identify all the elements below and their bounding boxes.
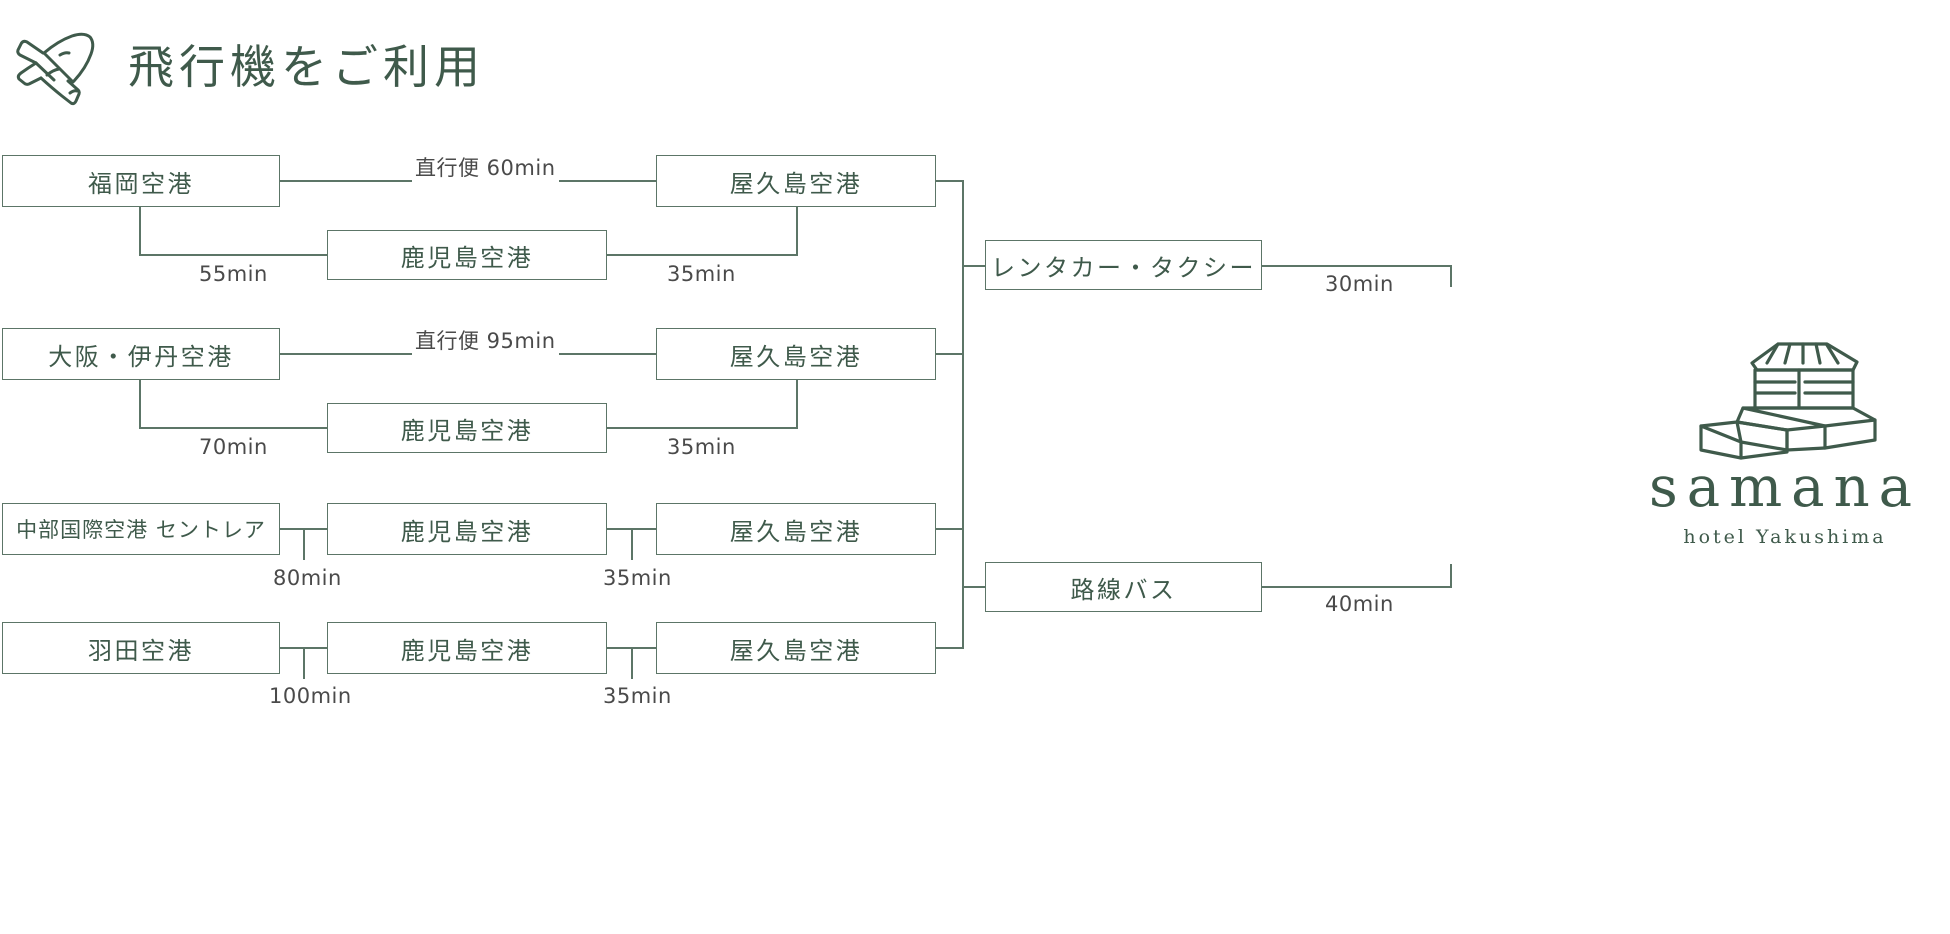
edge-fukuoka-down bbox=[139, 207, 141, 255]
node-yakushima-4: 屋久島空港 bbox=[656, 622, 936, 674]
edge-kagoshima4-tick bbox=[631, 647, 633, 679]
node-kagoshima-2: 鹿児島空港 bbox=[327, 403, 607, 453]
label-chubu-via: 80min bbox=[270, 566, 345, 590]
edge-haneda-tick bbox=[303, 647, 305, 679]
logo-wordmark: samana bbox=[1648, 455, 1922, 520]
node-origin-haneda: 羽田空港 bbox=[2, 622, 280, 674]
edge-rentacar-tick bbox=[1450, 265, 1452, 287]
label-kagoshima-leg-1: 35min bbox=[664, 262, 739, 286]
edge-trunk-to-rentacar bbox=[962, 265, 986, 267]
edge-kagoshima-up-2 bbox=[796, 380, 798, 428]
edge-trunk-to-bus bbox=[962, 586, 986, 588]
edge-kagoshima-up-1 bbox=[796, 207, 798, 255]
label-kagoshima-leg-3: 35min bbox=[600, 566, 675, 590]
node-route-bus: 路線バス bbox=[985, 562, 1262, 612]
edge-fukuoka-to-kagoshima bbox=[139, 254, 328, 256]
logo-tagline: hotel Yakushima bbox=[1683, 526, 1887, 548]
edge-osaka-to-kagoshima bbox=[139, 427, 328, 429]
edge-kagoshima-to-yakushima-1 bbox=[607, 254, 798, 256]
page-title: 飛行機をご利用 bbox=[128, 40, 485, 94]
edge-rentacar-out bbox=[1262, 265, 1452, 267]
label-kagoshima-leg-2: 35min bbox=[664, 435, 739, 459]
node-origin-fukuoka: 福岡空港 bbox=[2, 155, 280, 207]
edge-yakushima1-right bbox=[936, 180, 964, 182]
edge-main-trunk bbox=[962, 180, 964, 648]
page-header: 飛行機をご利用 bbox=[0, 0, 600, 140]
node-yakushima-1: 屋久島空港 bbox=[656, 155, 936, 207]
brand-logo: samana hotel Yakushima bbox=[1620, 330, 1950, 560]
edge-yakushima3-right bbox=[936, 528, 964, 530]
edge-kagoshima3-tick bbox=[631, 528, 633, 560]
label-osaka-direct: 直行便 95min bbox=[412, 325, 559, 355]
label-osaka-via: 70min bbox=[196, 435, 271, 459]
node-kagoshima-1: 鹿児島空港 bbox=[327, 230, 607, 280]
edge-yakushima4-right bbox=[936, 647, 964, 649]
edge-chubu-tick bbox=[303, 528, 305, 560]
node-kagoshima-4: 鹿児島空港 bbox=[327, 622, 607, 674]
airplane-icon bbox=[14, 28, 100, 108]
edge-kagoshima-to-yakushima-2 bbox=[607, 427, 798, 429]
label-bus-duration: 40min bbox=[1322, 592, 1397, 616]
node-yakushima-2: 屋久島空港 bbox=[656, 328, 936, 380]
node-rentacar-taxi: レンタカー・タクシー bbox=[985, 240, 1262, 290]
label-fukuoka-direct: 直行便 60min bbox=[412, 152, 559, 182]
node-origin-chubu: 中部国際空港 セントレア bbox=[2, 503, 280, 555]
edge-bus-tick bbox=[1450, 564, 1452, 586]
node-yakushima-3: 屋久島空港 bbox=[656, 503, 936, 555]
pavilion-logo-icon bbox=[1675, 330, 1895, 465]
node-origin-osaka-itami: 大阪・伊丹空港 bbox=[2, 328, 280, 380]
label-kagoshima-leg-4: 35min bbox=[600, 684, 675, 708]
label-rentacar-duration: 30min bbox=[1322, 272, 1397, 296]
node-kagoshima-3: 鹿児島空港 bbox=[327, 503, 607, 555]
label-haneda-via: 100min bbox=[266, 684, 355, 708]
edge-osaka-down bbox=[139, 380, 141, 428]
edge-bus-out bbox=[1262, 586, 1452, 588]
edge-yakushima2-right bbox=[936, 353, 964, 355]
label-fukuoka-via: 55min bbox=[196, 262, 271, 286]
